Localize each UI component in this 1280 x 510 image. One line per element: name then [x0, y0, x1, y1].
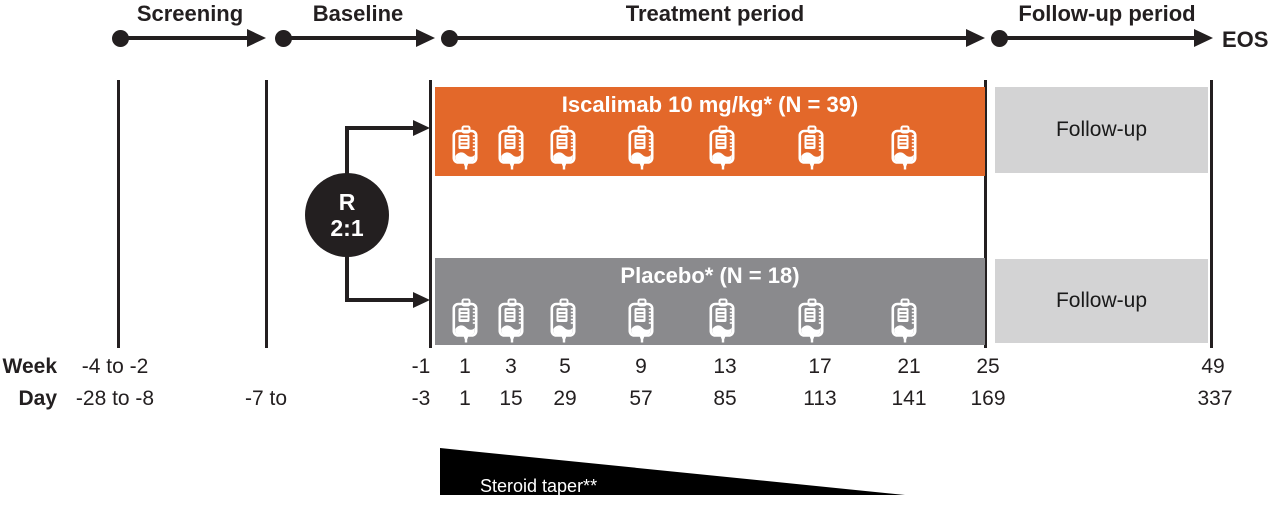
week-axis-label: Week [2, 355, 57, 378]
arrow-icon-screening [247, 29, 266, 47]
day-tick: -7 to [244, 387, 288, 410]
day-tick: 15 [499, 387, 523, 410]
day-tick: 29 [553, 387, 577, 410]
arrow-icon-branch-bottom [413, 292, 430, 308]
week-tick: 13 [713, 355, 737, 378]
iv-bag-icon [451, 125, 481, 170]
week-tick: 49 [1201, 355, 1225, 378]
iv-bag-icon [708, 125, 738, 170]
iv-bag-icon [890, 125, 920, 170]
day-tick: -28 to -8 [75, 387, 155, 410]
arrow-icon-baseline [416, 29, 435, 47]
iv-bag-icon [797, 125, 827, 170]
steroid-taper-wedge: Steroid taper** [440, 448, 905, 496]
timeline-line-followup [999, 36, 1194, 40]
timeline-line-treatment [449, 36, 966, 40]
day-tick: -3 [411, 387, 431, 410]
branch-line-down-horizontal [345, 298, 415, 302]
branch-line-up-horizontal [345, 126, 415, 130]
arrow-icon-treatment [966, 29, 985, 47]
taper-triangle-icon [440, 448, 905, 495]
phase-label-baseline: Baseline [312, 1, 404, 26]
phase-label-screening: Screening [136, 1, 244, 26]
week-tick: 17 [808, 355, 832, 378]
timeline-line-baseline [283, 36, 416, 40]
week-tick: 25 [976, 355, 1000, 378]
arm-bar-placebo: Placebo* (N = 18) [435, 258, 985, 345]
boundary-line-eos [1210, 80, 1213, 348]
iv-bag-icon [708, 298, 738, 343]
day-tick: 141 [891, 387, 927, 410]
randomization-ratio: 2:1 [330, 215, 364, 241]
iv-bag-icon [627, 125, 657, 170]
branch-line-down [345, 255, 349, 302]
day-axis-label: Day [18, 387, 57, 410]
followup-box-iscalimab: Follow-up [995, 87, 1208, 173]
steroid-taper-label: Steroid taper** [480, 476, 597, 496]
followup-label: Follow-up [1055, 118, 1148, 141]
arm-label-placebo: Placebo* (N = 18) [620, 263, 800, 288]
arm-bar-iscalimab: Iscalimab 10 mg/kg* (N = 39) [435, 87, 985, 176]
iv-bag-icon [890, 298, 920, 343]
iv-bag-icon [797, 298, 827, 343]
iv-bag-icon [549, 125, 579, 170]
timeline-line-screening [120, 36, 247, 40]
boundary-line-baseline-start [265, 80, 268, 348]
arm-label-iscalimab: Iscalimab 10 mg/kg* (N = 39) [561, 92, 859, 117]
week-tick: -4 to -2 [81, 355, 149, 378]
iv-bag-icon [497, 298, 527, 343]
week-tick: -1 [411, 355, 431, 378]
randomization-symbol: R [338, 188, 356, 215]
week-tick: 9 [635, 355, 647, 378]
branch-line-up [345, 126, 349, 175]
week-tick: 1 [459, 355, 471, 378]
iv-bag-icon [627, 298, 657, 343]
day-tick: 85 [713, 387, 737, 410]
eos-label: EOS [1222, 27, 1269, 52]
randomization-circle: R 2:1 [305, 173, 389, 257]
placebo-infusions [435, 258, 985, 345]
day-tick: 113 [803, 387, 837, 410]
phase-label-followup: Follow-up period [1018, 1, 1196, 26]
day-tick: 169 [970, 387, 1006, 410]
iv-bag-icon [451, 298, 481, 343]
iscalimab-infusions [435, 87, 985, 176]
week-tick: 5 [559, 355, 571, 378]
iv-bag-icon [497, 125, 527, 170]
iv-bag-icon [549, 298, 579, 343]
week-tick: 21 [897, 355, 921, 378]
phase-label-treatment: Treatment period [625, 1, 805, 26]
day-tick: 337 [1197, 387, 1233, 410]
boundary-line-treatment-start [429, 80, 432, 348]
boundary-line-followup-start [984, 80, 987, 348]
followup-box-placebo: Follow-up [995, 259, 1208, 343]
boundary-line-screening-start [117, 80, 120, 348]
arrow-icon-branch-top [413, 120, 430, 136]
day-tick: 57 [629, 387, 653, 410]
week-tick: 3 [505, 355, 517, 378]
followup-label: Follow-up [1055, 289, 1148, 312]
arrow-icon-followup [1194, 29, 1213, 47]
day-tick: 1 [459, 387, 471, 410]
